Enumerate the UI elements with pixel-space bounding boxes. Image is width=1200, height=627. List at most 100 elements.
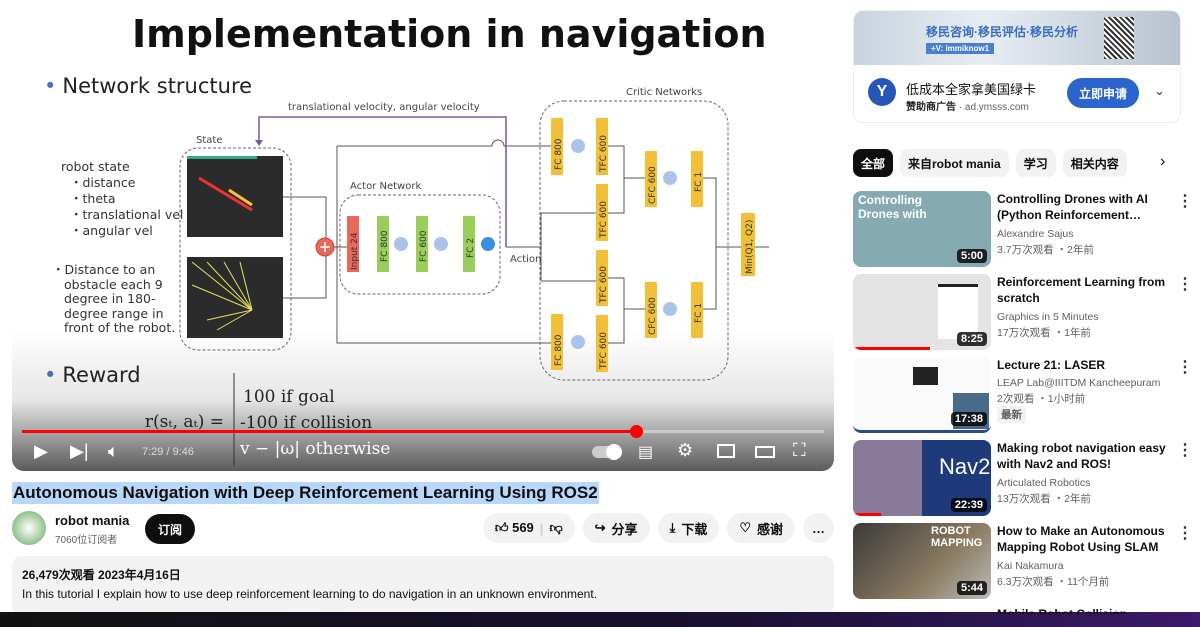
video-player[interactable]: Implementation in navigation Network str…	[12, 0, 834, 471]
more-options-icon[interactable]: ⋮	[1177, 525, 1193, 542]
channel-name[interactable]: robot mania	[55, 513, 130, 528]
state-item: ・distance	[70, 175, 136, 190]
progress-knob[interactable]	[630, 425, 644, 438]
slide-title: Implementation in navigation	[132, 12, 767, 56]
block-label: FC 600	[419, 230, 429, 262]
chip-related[interactable]: 相关内容	[1062, 149, 1127, 177]
progress-fill	[22, 430, 637, 433]
thanks-icon: ♡	[739, 520, 751, 535]
reward-case: v − |ω| otherwise	[240, 439, 391, 459]
block-label: FC 800	[554, 138, 564, 170]
qr-code	[1104, 17, 1134, 59]
actor-box	[339, 194, 501, 295]
autoplay-toggle[interactable]	[592, 444, 622, 460]
rec-title[interactable]: Reinforcement Learning from scratch	[997, 275, 1166, 305]
ad-banner-text: 移民咨询·移民评估·移民分析	[926, 25, 1078, 39]
state-item: ・translational vel	[70, 207, 184, 222]
more-options-icon[interactable]: ⋮	[1177, 359, 1193, 376]
subscribe-button[interactable]: 订阅	[145, 514, 196, 544]
recommendation-item[interactable]: 17:38 Lecture 21: LASER LEAP Lab@IIITDM …	[853, 357, 1193, 435]
rec-title[interactable]: Lecture 21: LASER	[997, 358, 1106, 372]
theater-mode-icon[interactable]	[755, 446, 775, 458]
chips-next-chevron-icon[interactable]: ›	[1160, 153, 1166, 170]
dislike-button[interactable]: 👎︎	[549, 520, 563, 535]
ad-sponsor-label: 赞助商广告	[906, 102, 956, 113]
block-label: FC 1	[694, 172, 704, 192]
reward-case: 100 if goal	[243, 387, 335, 407]
filter-chips: 全部 来自robot mania 学习 相关内容	[853, 149, 1127, 177]
rec-title[interactable]: Controlling Drones with AI (Python Reinf…	[997, 192, 1148, 222]
rec-title[interactable]: Making robot navigation easy with Nav2 a…	[997, 441, 1166, 471]
ad-cta-button[interactable]: 立即申请	[1067, 78, 1139, 108]
more-options-icon[interactable]: ⋮	[1177, 442, 1193, 459]
block-label: CFC 600	[648, 297, 658, 335]
state-item: ・theta	[70, 191, 116, 206]
block-fc800	[377, 216, 389, 272]
critic-label: Critic Networks	[626, 87, 702, 98]
ad-banner-tag: +V: immiknow1	[926, 43, 995, 54]
rec-channel[interactable]: Kai Nakamura	[997, 560, 1064, 572]
note-line: front of the robot.	[64, 320, 176, 335]
rec-channel[interactable]: LEAP Lab@IIITDM Kancheepuram	[997, 377, 1161, 389]
chip-learning[interactable]: 学习	[1015, 149, 1056, 177]
volume-icon[interactable]: 🔈︎	[108, 441, 119, 461]
subtitles-icon[interactable]: ▤	[638, 444, 654, 461]
state-box	[179, 147, 292, 351]
chip-all[interactable]: 全部	[853, 149, 894, 177]
more-options-icon[interactable]: ⋮	[1177, 276, 1193, 293]
duration-badge: 17:38	[950, 412, 987, 426]
progress-bar[interactable]	[22, 425, 824, 438]
play-icon[interactable]: ▶	[34, 441, 48, 461]
ad-title[interactable]: 低成本全家拿美国绿卡	[906, 82, 1037, 97]
description-stats: 26,479次观看 2023年4月16日	[22, 568, 181, 582]
note-line: obstacle each 9	[64, 276, 163, 292]
desktop-background	[0, 612, 1200, 627]
advertiser-logo: Y	[868, 78, 896, 106]
ad-card[interactable]: 移民咨询·移民评估·移民分析 +V: immiknow1 Y 低成本全家拿美国绿…	[853, 10, 1181, 123]
ad-banner[interactable]: 移民咨询·移民评估·移民分析 +V: immiknow1	[854, 11, 1180, 65]
thanks-button[interactable]: ♡感谢	[727, 513, 795, 543]
video-thumbnail[interactable]: Controlling Drones with 5:00	[853, 191, 991, 267]
settings-gear-icon[interactable]: ⚙	[677, 440, 694, 460]
state-label: State	[196, 135, 222, 146]
rec-meta: 13万次观看 ・2年前	[997, 493, 1091, 505]
ad-expand-chevron-icon[interactable]: ⌄	[1154, 83, 1165, 98]
next-icon[interactable]: ▶|	[70, 441, 89, 461]
description-box[interactable]: 26,479次观看 2023年4月16日 In this tutorial I …	[12, 556, 834, 616]
share-icon: ↪	[594, 520, 606, 535]
block-label: TFC 600	[599, 266, 609, 304]
block-label: FC 800	[380, 230, 390, 262]
video-thumbnail[interactable]: 8:25	[853, 274, 991, 350]
download-icon: ⤓	[669, 520, 676, 535]
rec-channel[interactable]: Alexandre Sajus	[997, 228, 1074, 240]
recommendation-item[interactable]: 8:25 Reinforcement Learning from scratch…	[853, 274, 1193, 352]
block-fc600	[416, 216, 428, 272]
share-button[interactable]: ↪分享	[582, 513, 650, 543]
more-actions-button[interactable]: …	[803, 513, 834, 543]
miniplayer-icon[interactable]	[717, 444, 735, 458]
actor-blocks: Input 24 FC 800 FC 600 FC 2	[347, 216, 495, 272]
video-actions: 👍︎ 569 | 👎︎ ↪分享 ⤓下载 ♡感谢 …	[482, 513, 834, 543]
more-options-icon[interactable]: ⋮	[1177, 193, 1193, 210]
chip-from-channel[interactable]: 来自robot mania	[900, 149, 1009, 177]
video-thumbnail[interactable]: 17:38	[853, 357, 991, 433]
fullscreen-icon[interactable]: ⛶	[793, 440, 806, 460]
duration-badge: 5:00	[956, 249, 987, 263]
state-item-list: ・distance ・theta ・translational vel ・ang…	[70, 175, 183, 239]
like-button[interactable]: 👍︎ 569	[494, 520, 534, 535]
critic-box	[539, 100, 729, 381]
actor-label: Actor Network	[350, 181, 421, 192]
download-button[interactable]: ⤓下载	[657, 513, 720, 543]
rec-channel[interactable]: Articulated Robotics	[997, 477, 1091, 489]
state-item: ・angular vel	[70, 223, 153, 238]
rec-title[interactable]: How to Make an Autonomous Mapping Robot …	[997, 524, 1165, 554]
channel-avatar[interactable]	[12, 511, 46, 545]
note-line: degree range in	[64, 305, 164, 321]
rec-title-partial[interactable]: Mobile Robot Collision	[997, 607, 1127, 614]
rec-channel[interactable]: Graphics in 5 Minutes	[997, 311, 1099, 323]
recommendation-item[interactable]: Controlling Drones with 5:00 Controlling…	[853, 191, 1193, 269]
